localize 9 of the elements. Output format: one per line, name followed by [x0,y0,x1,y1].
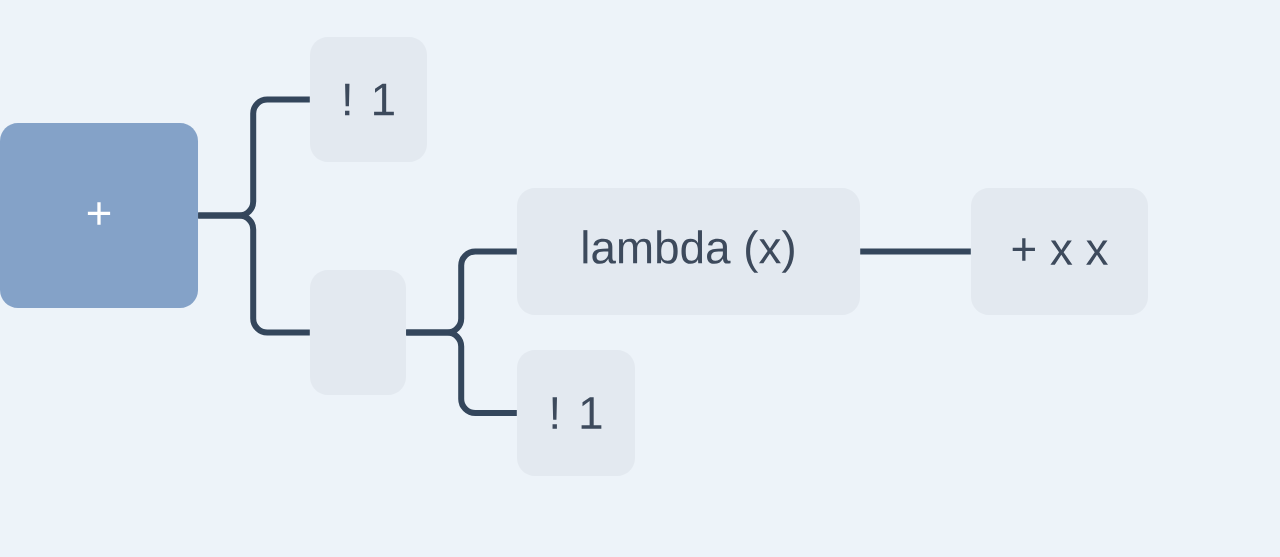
topic-box: lambda (x) [517,188,860,315]
topic-box: ! 1 [517,350,635,476]
connector [198,212,310,336]
empty-box [310,270,406,395]
root-box: + [0,123,198,308]
connector [860,248,971,255]
topic-box: ! 1 [310,37,427,162]
topic-box: + x x [971,188,1148,315]
connector [406,329,517,416]
